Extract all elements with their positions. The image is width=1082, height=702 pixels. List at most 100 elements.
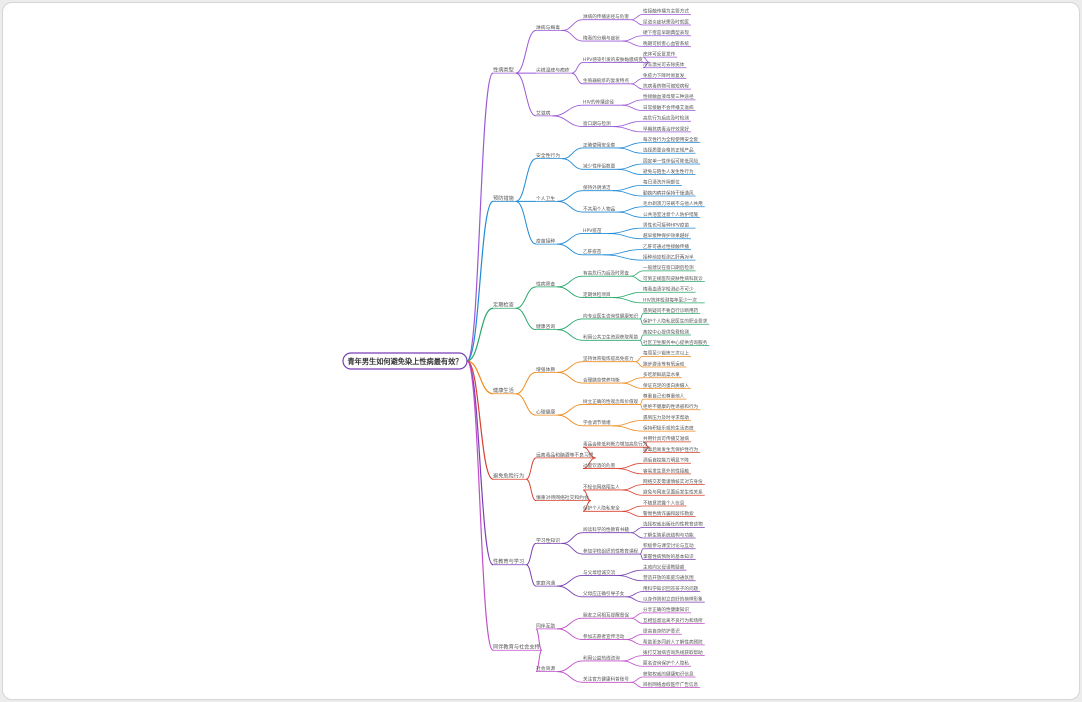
subtopic-level3[interactable]: 坚持体育锻炼提高免疫力 — [583, 355, 634, 362]
subtopic-level3[interactable]: 不共用个人物品 — [583, 205, 616, 212]
leaf-topic[interactable]: 互相监督远离不良行为和场所 — [643, 617, 703, 624]
leaf-topic[interactable]: 跑步游泳等有氧运动 — [643, 360, 685, 367]
leaf-topic[interactable]: 早期抗病毒治疗效果好 — [643, 125, 689, 132]
leaf-topic[interactable]: 酒后自控能力明显下降 — [643, 457, 689, 464]
subtopic-level3[interactable]: 合理膳食营养均衡 — [583, 376, 620, 383]
leaf-topic[interactable]: 用科学知识回答孩子的问题 — [643, 585, 699, 592]
subtopic-level3[interactable]: HPV疫苗 — [583, 227, 602, 234]
leaf-topic[interactable]: 越早接种保护效果越好 — [643, 232, 689, 239]
subtopic-level3[interactable]: 有高危行为后及时筛查 — [583, 270, 629, 277]
leaf-topic[interactable]: 选择权威出版社的性教育读物 — [643, 521, 703, 528]
main-branch-3[interactable]: 定期检查 — [493, 301, 514, 309]
leaf-topic[interactable]: 遇到压力及时寻求帮助 — [643, 414, 689, 421]
leaf-topic[interactable]: 尿道炎症状需及时就医 — [643, 18, 689, 25]
subtopic-level2[interactable]: 性病筛查 — [536, 280, 555, 287]
subtopic-level3[interactable]: HPV感染引发的皮肤黏膜病变 — [583, 56, 643, 63]
leaf-topic[interactable]: 选择质量合格的正规产品 — [643, 147, 694, 154]
subtopic-level2[interactable]: 远离毒品和酗酒等不良习惯 — [536, 451, 594, 458]
leaf-topic[interactable]: 接种前应检测乙肝两对半 — [643, 254, 694, 261]
leaf-topic[interactable]: 每次性行为全程使用安全套 — [643, 136, 699, 143]
main-branch-5[interactable]: 避免危险行为 — [493, 472, 524, 480]
leaf-topic[interactable]: 性接触传播为主要方式 — [643, 8, 689, 15]
subtopic-level3[interactable]: 定期体检项目 — [583, 291, 611, 298]
leaf-topic[interactable]: 积极参与课堂讨论与互动 — [643, 542, 694, 549]
leaf-topic[interactable]: 营造开放的家庭沟通氛围 — [643, 574, 694, 581]
subtopic-level3[interactable]: 关注官方健康科普账号 — [583, 676, 629, 683]
leaf-topic[interactable]: 保护个人隐私是医生的职业要求 — [643, 318, 708, 325]
root-topic-label[interactable]: 青年男生如何避免染上性病最有效？ — [347, 357, 462, 366]
leaf-topic[interactable]: 硬下疳是早期典型表现 — [643, 29, 689, 36]
subtopic-level3[interactable]: 生殖器疱疹的复发特点 — [583, 77, 629, 84]
subtopic-level2[interactable]: 学习性知识 — [536, 537, 560, 544]
subtopic-level2[interactable]: 安全性行为 — [536, 152, 560, 159]
leaf-topic[interactable]: 避免与网友见面后发生性关系 — [643, 489, 703, 496]
leaf-topic[interactable]: 辨别网络虚假医疗广告信息 — [643, 681, 699, 688]
subtopic-level3[interactable]: 朋友之间相互提醒督促 — [583, 612, 629, 619]
subtopic-level2[interactable]: 同伴互助 — [536, 622, 555, 629]
subtopic-level2[interactable]: 艾滋病 — [536, 109, 551, 116]
leaf-topic[interactable]: 不随意泄露个人信息 — [643, 499, 685, 506]
subtopic-level2[interactable]: 社会资源 — [536, 665, 555, 672]
leaf-topic[interactable]: 保证充足的蛋白质摄入 — [643, 382, 689, 389]
leaf-topic[interactable]: 以身作则树立良好的榜样形象 — [643, 596, 703, 603]
leaf-topic[interactable]: 获取权威的健康知识信息 — [643, 670, 694, 677]
leaf-topic[interactable]: 疾控中心提供免费检测 — [643, 328, 689, 335]
leaf-topic[interactable]: 容易发生意外的性接触 — [643, 467, 689, 474]
subtopic-level3[interactable]: 毒品会降低判断力增加高危行为 — [583, 441, 648, 448]
leaf-topic[interactable]: 保持积极乐观的生活态度 — [643, 425, 694, 432]
leaf-topic[interactable]: 提高自身防护意识 — [643, 628, 680, 635]
leaf-topic[interactable]: 日常接触不会传播艾滋病 — [643, 104, 694, 111]
subtopic-level3[interactable]: 窗口期与检测 — [583, 120, 611, 127]
subtopic-level2[interactable]: 疫苗接种 — [536, 238, 555, 245]
subtopic-level3[interactable]: 父母应正确引导子女 — [583, 590, 625, 597]
main-branch-4[interactable]: 健康生活 — [493, 386, 514, 394]
subtopic-level3[interactable]: 正确使用安全套 — [583, 141, 616, 148]
leaf-topic[interactable]: 分享正确的性健康知识 — [643, 606, 689, 613]
main-branch-6[interactable]: 性教育与学习 — [493, 557, 524, 565]
subtopic-level2[interactable]: 增强体质 — [536, 366, 555, 373]
leaf-topic[interactable]: 公共浴室注意个人防护措施 — [643, 211, 699, 218]
leaf-topic[interactable]: 梅毒血清学检测必不可少 — [643, 286, 694, 293]
subtopic-level3[interactable]: 乙肝疫苗 — [583, 248, 602, 255]
leaf-topic[interactable]: 匿名咨询保护个人隐私 — [643, 660, 689, 667]
leaf-topic[interactable]: 了解生殖系统结构与功能 — [643, 531, 694, 538]
leaf-topic[interactable]: 冷冻激光可去除疣体 — [643, 61, 685, 68]
leaf-topic[interactable]: 免疫力下降时易复发 — [643, 72, 685, 79]
subtopic-level2[interactable]: 个人卫生 — [536, 195, 555, 202]
leaf-topic[interactable]: 警惕色情诈骗和敲诈勒索 — [643, 510, 694, 517]
subtopic-level2[interactable]: 健康咨询 — [536, 323, 555, 330]
leaf-topic[interactable]: 遇到疑问不要自行诊断用药 — [643, 307, 699, 314]
leaf-topic[interactable]: 多吃新鲜蔬菜水果 — [643, 371, 680, 378]
leaf-topic[interactable]: 吸毒后易发生无保护性行为 — [643, 446, 699, 453]
subtopic-level3[interactable]: 与父母坦诚交流 — [583, 569, 616, 576]
leaf-topic[interactable]: 晚期可损害心血管系统 — [643, 40, 689, 47]
leaf-topic[interactable]: 社区卫生服务中心提供咨询服务 — [643, 339, 708, 346]
leaf-topic[interactable]: 尊重自己也尊重他人 — [643, 392, 685, 399]
main-branch-1[interactable]: 性病类型 — [493, 66, 514, 74]
leaf-topic[interactable]: 一般建议在窗口期后检测 — [643, 264, 694, 271]
main-branch-7[interactable]: 同伴教育与社会支持 — [493, 643, 540, 651]
leaf-topic[interactable]: 乙肝可通过性接触传播 — [643, 243, 689, 250]
leaf-topic[interactable]: 勤换内裤并保持干燥通风 — [643, 189, 694, 196]
subtopic-level2[interactable]: 淋病与梅毒 — [536, 24, 560, 31]
subtopic-level3[interactable]: 保持外阴清洁 — [583, 184, 611, 191]
subtopic-level3[interactable]: 梅毒的分期与症状 — [583, 34, 620, 41]
leaf-topic[interactable]: 拨打艾滋病咨询热线获取帮助 — [643, 649, 703, 656]
leaf-topic[interactable]: 疣体可反复发作 — [643, 50, 676, 57]
subtopic-level2[interactable]: 尖锐湿疣与疱疹 — [536, 67, 570, 74]
leaf-topic[interactable]: 共用针具可传播艾滋病 — [643, 435, 689, 442]
leaf-topic[interactable]: 性接触血液母婴三种途径 — [643, 93, 694, 100]
subtopic-level3[interactable]: 保护个人隐私安全 — [583, 505, 620, 512]
leaf-topic[interactable]: 抗病毒药物可缩短病程 — [643, 83, 689, 90]
subtopic-level3[interactable]: 向专业医生咨询性健康知识 — [583, 312, 639, 319]
subtopic-level3[interactable]: 利用公共卫生资源获取帮助 — [583, 334, 639, 341]
root-topic-box[interactable] — [342, 352, 468, 370]
subtopic-level2[interactable]: 心理健康 — [536, 409, 555, 416]
leaf-topic[interactable]: 每周至少锻炼三次以上 — [643, 350, 689, 357]
leaf-topic[interactable]: 毛巾剃须刀牙刷不与他人共用 — [643, 200, 703, 207]
subtopic-level2[interactable]: 家庭沟通 — [536, 580, 555, 587]
leaf-topic[interactable]: 可到正规医院皮肤性病科就诊 — [643, 275, 703, 282]
leaf-topic[interactable]: 主动向父母请教疑惑 — [643, 563, 685, 570]
leaf-topic[interactable]: 男性也可接种HPV疫苗 — [643, 221, 690, 228]
leaf-topic[interactable]: 网络交友需谨慎核实对方身份 — [643, 478, 703, 485]
